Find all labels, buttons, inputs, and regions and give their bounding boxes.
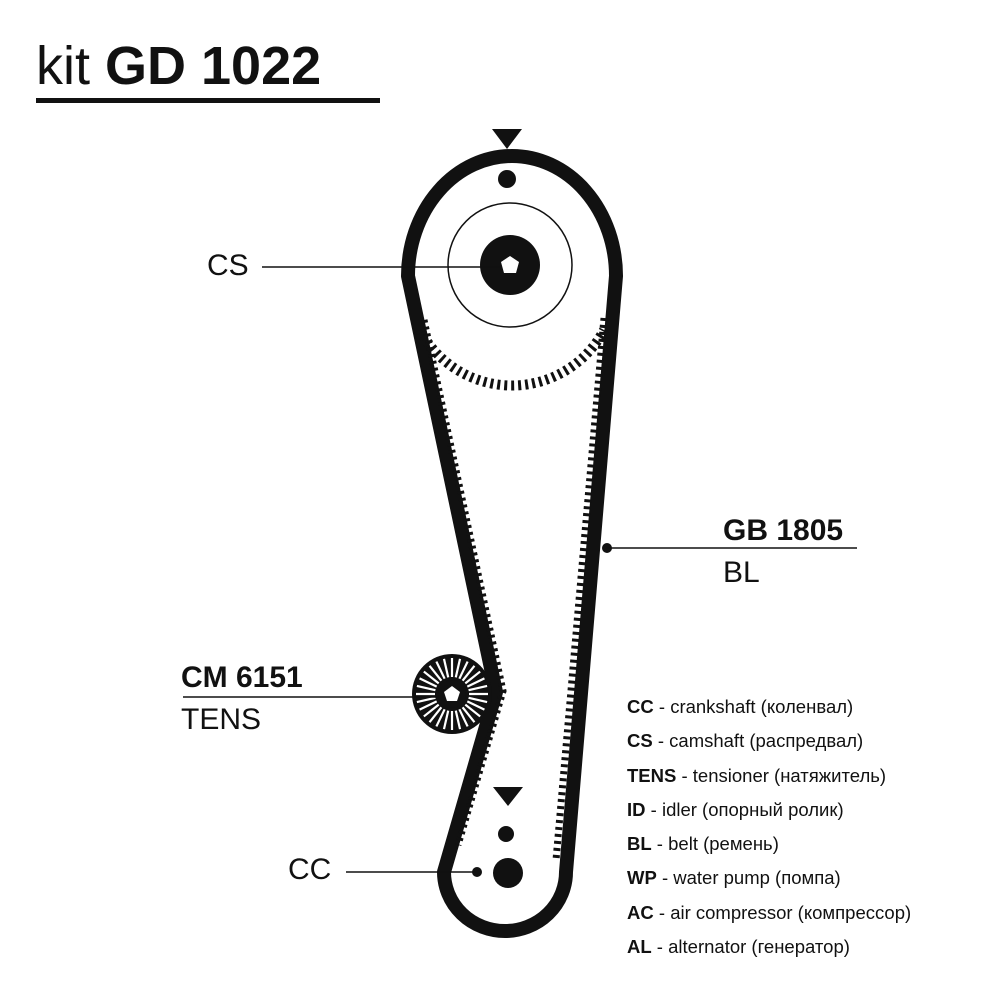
abbreviation-legend: CC - crankshaft (коленвал) CS - camshaft…	[627, 690, 997, 964]
belt-teeth	[420, 319, 507, 846]
tensioner-rib	[464, 703, 481, 718]
crankshaft-timing-arrow	[493, 787, 523, 806]
camshaft-timing-arrow	[492, 129, 522, 149]
kit-code: GD 1022	[105, 36, 322, 96]
belt-code: GB 1805	[723, 514, 844, 547]
tensioner-rib	[458, 708, 469, 727]
tensioner-rib	[435, 661, 446, 680]
legend-abbr: WP	[627, 867, 657, 889]
legend-desc: air compressor (компрессор)	[670, 901, 912, 923]
tensioner-rib	[423, 703, 440, 718]
legend-desc: alternator (генератор)	[668, 936, 850, 958]
legend-item: ID - idler (опорный ролик)	[627, 798, 844, 820]
legend-abbr: CC	[627, 696, 654, 717]
crankshaft-timing-mark	[498, 826, 514, 842]
legend-item: AC - air compressor (компрессор)	[627, 901, 912, 923]
tensioner-rib	[454, 658, 462, 678]
legend-desc: water pump (помпа)	[673, 867, 841, 889]
legend-abbr: CS	[627, 730, 653, 752]
legend-abbr: ID	[627, 798, 646, 820]
tensioner-rib	[466, 677, 485, 688]
camshaft-pulley-teeth	[415, 327, 609, 391]
tensioner-rib	[461, 665, 476, 682]
camshaft-timing-mark	[498, 170, 516, 188]
camshaft-label: CS	[207, 249, 249, 282]
title-underline	[36, 98, 380, 103]
tensioner-rib	[458, 661, 469, 680]
legend-item: BL - belt (ремень)	[627, 833, 779, 855]
tensioner-rib	[416, 696, 436, 704]
tensioner-rib	[428, 706, 443, 723]
tensioner-pulley	[412, 654, 492, 734]
legend-desc: crankshaft (коленвал)	[670, 696, 854, 717]
legend-item: TENS - tensioner (натяжитель)	[627, 764, 887, 786]
camshaft-pulley-outer	[447, 202, 573, 328]
legend-abbr: BL	[627, 833, 652, 855]
legend-desc: camshaft (распредвал)	[669, 730, 864, 752]
tensioner-rib	[419, 700, 438, 711]
legend-abbr: AC	[627, 901, 654, 923]
legend-desc: tensioner (натяжитель)	[692, 764, 887, 786]
timing-belt	[401, 149, 623, 938]
tensioner-rib	[466, 700, 485, 711]
crankshaft-label: CC	[288, 853, 332, 886]
legend-abbr: AL	[627, 936, 652, 958]
tensioner-rib	[464, 670, 481, 685]
tensioner-type: TENS	[181, 703, 262, 736]
tensioner-rib	[423, 670, 440, 685]
legend-item: WP - water pump (помпа)	[627, 867, 841, 889]
tensioner-rib	[468, 696, 488, 704]
legend-abbr: TENS	[627, 764, 677, 786]
diagram-title: kit GD 1022	[36, 34, 321, 98]
legend-desc: idler (опорный ролик)	[661, 798, 844, 820]
title-prefix: kit	[36, 36, 90, 96]
tensioner-rib	[435, 708, 446, 727]
tensioner-code: CM 6151	[181, 661, 303, 694]
legend-desc: belt (ремень)	[668, 833, 779, 855]
crankshaft-key-dot	[472, 867, 482, 877]
tensioner-rib	[454, 710, 462, 730]
crankshaft-hub	[493, 858, 523, 888]
camshaft-bolt	[501, 256, 519, 273]
tensioner-rib	[468, 684, 488, 692]
tensioner-bolt	[444, 686, 460, 701]
legend-item: AL - alternator (генератор)	[627, 936, 850, 958]
legend-item: CC - crankshaft (коленвал)	[627, 696, 854, 717]
belt-type: BL	[723, 556, 760, 589]
tensioner-rib	[428, 665, 443, 682]
tensioner-rib	[416, 684, 436, 692]
tensioner-rib	[461, 706, 476, 723]
legend-item: CS - camshaft (распредвал)	[627, 730, 864, 752]
tensioner-rib	[419, 677, 438, 688]
tensioner-rib	[442, 658, 450, 678]
tensioner-rib	[442, 710, 450, 730]
